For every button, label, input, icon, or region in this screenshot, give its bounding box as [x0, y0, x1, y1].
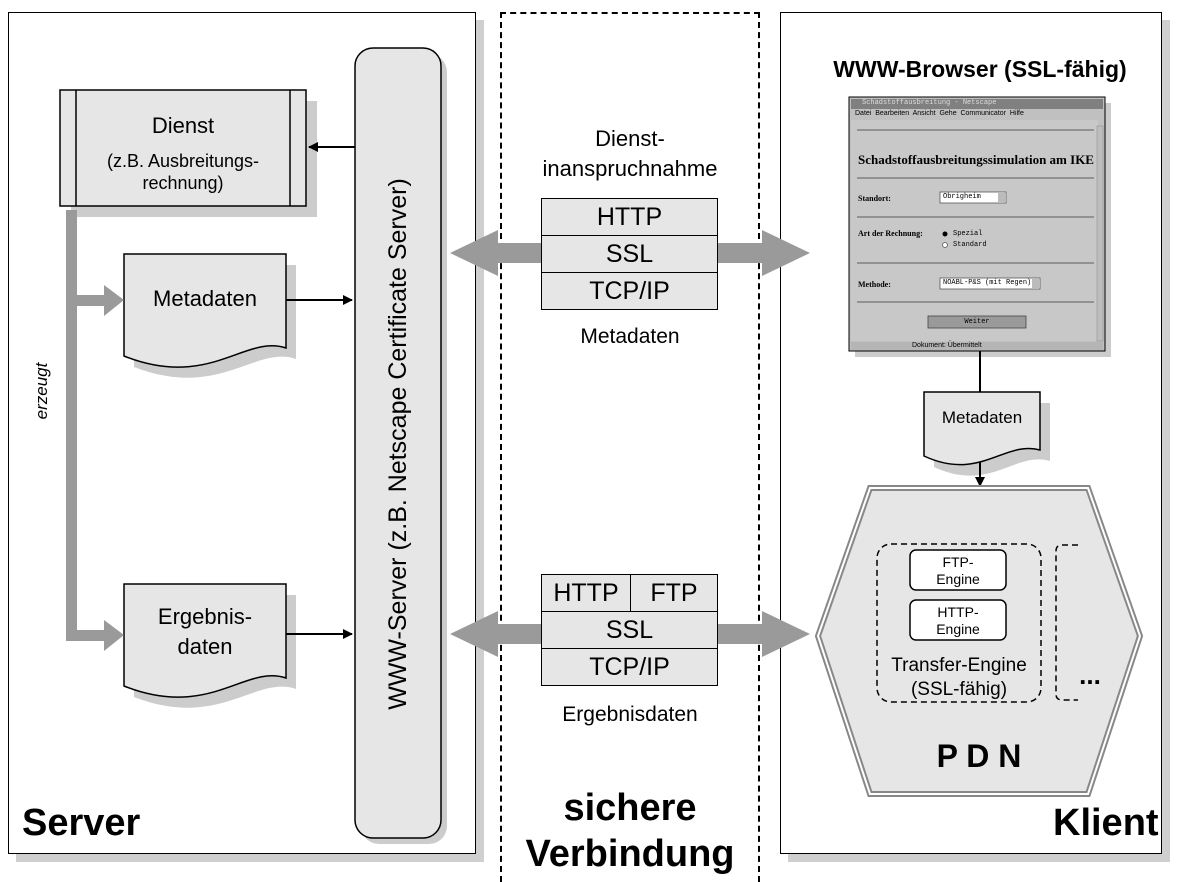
metadaten-document: [123, 253, 296, 378]
connection-arrow-1: [450, 230, 810, 276]
dienst-subtitle-1: (z.B. Ausbreitungs-: [106, 150, 260, 171]
browser-methode-label: Methode:: [858, 280, 891, 289]
browser-heading: Schadstoffausbreitungssimulation am IKE: [858, 152, 1094, 167]
transfer-engine-label-2: (SSL-fähig): [910, 679, 1008, 700]
browser-methode-value: NOABL-P&S (mit Regen): [943, 279, 1032, 287]
server-arrows: [286, 142, 355, 639]
ftp-engine-label-1: FTP-: [942, 553, 974, 570]
ftp-engine-label-2: Engine: [936, 570, 980, 587]
client-metadaten-document: [923, 391, 1050, 476]
www-server-box: [354, 47, 447, 844]
http-engine-label-2: Engine: [936, 620, 980, 637]
secure-connection-area: [500, 12, 760, 882]
stack2-caption: Ergebnisdaten: [562, 703, 698, 726]
ergebnisdaten-document: [123, 583, 296, 708]
dienst-inanspruchnahme-1: Dienst-: [595, 126, 665, 151]
menu-hilfe: Hilfe: [1009, 110, 1024, 117]
more-engines-bracket: [1055, 544, 1078, 701]
browser-weiter-button: Weiter: [964, 318, 990, 326]
browser-title: WWW-Browser (SSL-fähig): [833, 55, 1127, 82]
stack1-caption: Metadaten: [580, 325, 680, 348]
client-metadaten-label: Metadaten: [941, 408, 1023, 427]
ergebnisdaten-label-2: daten: [177, 634, 233, 659]
dienst-title: Dienst: [151, 113, 215, 138]
menu-datei: Datei: [855, 110, 872, 117]
stack2-ftp: FTP: [630, 574, 718, 612]
browser-radio-1: Spezial: [953, 230, 983, 238]
ergebnisdaten-label-1: Ergebnis-: [157, 604, 253, 629]
stack1-ssl: SSL: [541, 235, 718, 273]
connection-title-1: sichere: [563, 786, 697, 829]
menu-gehe: Gehe: [939, 110, 957, 117]
browser-rechnung-label: Art der Rechnung:: [858, 229, 923, 238]
transfer-engine-label-1: Transfer-Engine: [891, 655, 1027, 676]
browser-screenshot: [848, 96, 1111, 357]
browser-window-title: Schadstoffausbreitung - Netscape: [862, 99, 997, 107]
erzeugt-arrows: [66, 210, 124, 651]
stack2-http: HTTP: [541, 574, 631, 612]
stack1-http: HTTP: [541, 198, 718, 236]
dienst-inanspruchnahme-2: inanspruchnahme: [542, 156, 718, 181]
browser-standort-label: Standort:: [858, 194, 891, 203]
ftp-engine-box: [909, 549, 1007, 591]
http-engine-label-1: HTTP-: [937, 603, 979, 620]
more-engines-dots: ...: [1079, 659, 1101, 690]
http-engine-box: [909, 599, 1007, 641]
client-title: Klient: [1053, 802, 1159, 844]
stack2-tcpip: TCP/IP: [541, 648, 718, 686]
www-server-label: WWW-Server (z.B. Netscape Certificate Se…: [383, 178, 412, 710]
browser-radio-2: Standard: [953, 241, 987, 249]
menu-bearbeiten: Bearbeiten: [875, 110, 910, 117]
browser-standort-value: Obrigheim: [943, 193, 981, 201]
server-title: Server: [22, 802, 141, 844]
browser-menu: Datei Bearbeiten Ansicht Gehe Communicat…: [855, 110, 1024, 117]
erzeugt-label: erzeugt: [32, 362, 51, 420]
transfer-engine-group: [876, 543, 1042, 703]
metadaten-label: Metadaten: [153, 286, 257, 311]
stack1-tcpip: TCP/IP: [541, 272, 718, 310]
connection-title-2: Verbindung: [525, 832, 735, 875]
menu-communicator: Communicator: [960, 110, 1006, 117]
connection-arrow-2: [450, 611, 810, 657]
stack2-ssl: SSL: [541, 611, 718, 649]
dienst-subtitle-2: rechnung): [142, 172, 224, 193]
dienst-box: [59, 89, 317, 217]
menu-ansicht: Ansicht: [912, 110, 936, 117]
pdn-label: P D N: [936, 737, 1022, 774]
browser-status: Dokument: Übermittelt: [912, 342, 982, 349]
pdn-hexagon: [814, 485, 1144, 797]
